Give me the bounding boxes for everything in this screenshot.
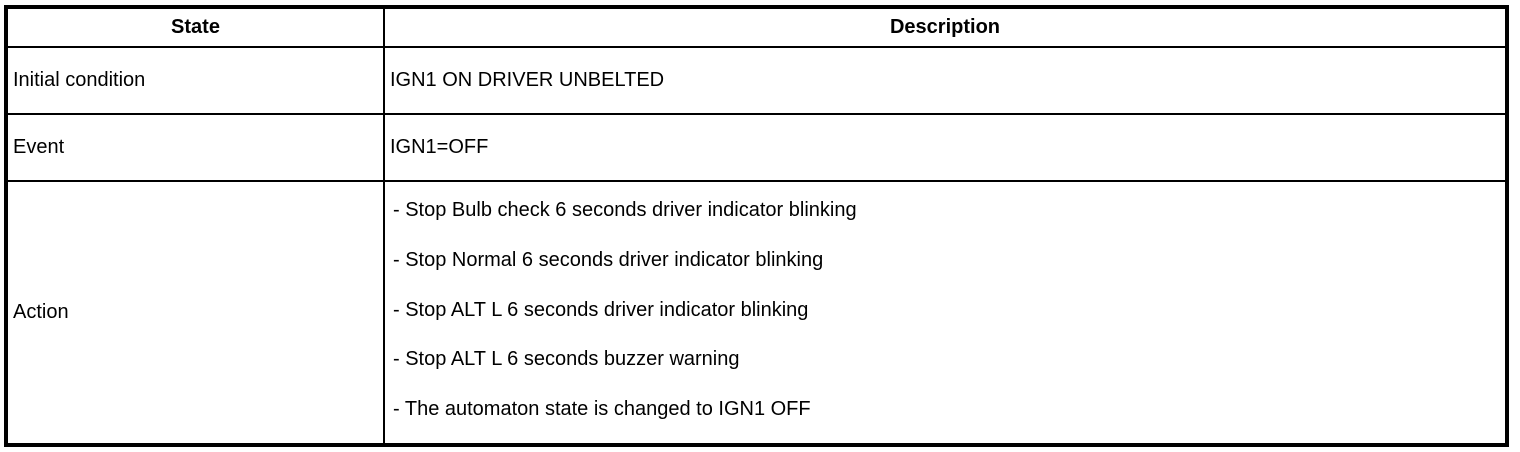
header-description: Description: [383, 6, 1508, 48]
state-description-table: State Description Initial condition IGN1…: [4, 5, 1509, 447]
action-item: - Stop ALT L 6 seconds driver indicator …: [393, 298, 809, 321]
initial-condition-value: IGN1 ON DRIVER UNBELTED: [383, 45, 1508, 116]
table-row-initial-condition: Initial condition IGN1 ON DRIVER UNBELTE…: [5, 45, 1508, 116]
table-row-action: Action - Stop Bulb check 6 seconds drive…: [5, 180, 1508, 446]
event-value: IGN1=OFF: [383, 113, 1508, 183]
state-description-table-container: State Description Initial condition IGN1…: [4, 5, 1509, 447]
action-item: - The automaton state is changed to IGN1…: [393, 397, 811, 420]
action-item: - Stop Bulb check 6 seconds driver indic…: [393, 199, 857, 222]
action-item: - Stop ALT L 6 seconds buzzer warning: [393, 348, 740, 371]
initial-condition-label: Initial condition: [5, 45, 385, 116]
header-row: State Description: [5, 6, 1508, 48]
action-value-cell: - Stop Bulb check 6 seconds driver indic…: [383, 180, 1508, 446]
action-label: Action: [5, 180, 385, 446]
table-row-event: Event IGN1=OFF: [5, 113, 1508, 183]
header-state: State: [5, 6, 385, 48]
action-item: - Stop Normal 6 seconds driver indicator…: [393, 249, 824, 271]
event-label: Event: [5, 113, 385, 183]
action-items-list: - Stop Bulb check 6 seconds driver indic…: [386, 183, 1505, 443]
